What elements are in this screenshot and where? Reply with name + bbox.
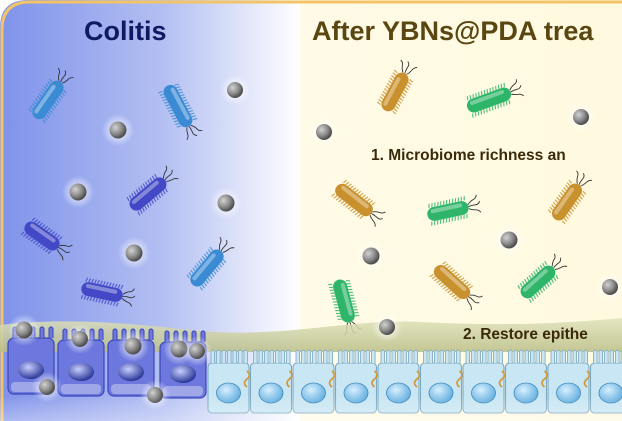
colitis-title: Colitis	[84, 16, 167, 46]
nanoparticle-icon	[61, 175, 95, 209]
nanoparticle-icon	[308, 116, 340, 148]
green-bacterium-icon	[427, 194, 482, 226]
orange-bacterium-icon	[376, 59, 418, 115]
indigo-bacterium-icon	[80, 277, 136, 307]
left-panel-background	[0, 0, 300, 421]
nanoparticle-icon	[116, 329, 150, 363]
nanoparticle-layer	[7, 74, 622, 411]
nanoparticle-icon	[7, 313, 41, 347]
orange-bacterium-icon	[429, 261, 483, 311]
nanoparticle-icon	[181, 335, 213, 367]
orange-bacterium-icon	[331, 179, 386, 227]
nanoparticle-icon	[219, 74, 251, 106]
nanoparticle-icon	[117, 236, 151, 270]
blue-bacterium-icon	[186, 236, 235, 291]
treatment-title: After YBNs@PDA trea	[312, 16, 594, 46]
mucus-layer	[0, 318, 622, 352]
nanoparticle-icon	[594, 271, 622, 303]
microbiome-note: 1. Microbiome richness an	[371, 147, 566, 164]
nanoparticle-icon	[371, 311, 403, 343]
nanoparticle-icon	[565, 101, 597, 133]
epithelium-note: 2. Restore epithe	[463, 326, 588, 343]
nanoparticle-icon	[354, 239, 388, 273]
indigo-bacterium-icon	[126, 165, 179, 216]
nanoparticle-icon	[101, 113, 135, 147]
indigo-bacterium-icon	[20, 217, 73, 261]
bacteria-layer	[20, 59, 592, 336]
orange-bacterium-icon	[547, 170, 592, 225]
nanoparticle-icon	[64, 323, 96, 355]
nanoparticle-icon	[31, 371, 63, 403]
green-bacterium-icon	[466, 79, 524, 118]
blue-bacterium-icon	[28, 67, 74, 124]
damaged-cell-icon	[57, 328, 105, 397]
nanoparticle-icon	[492, 223, 526, 257]
nanoparticle-icon	[209, 186, 243, 220]
blue-bacterium-icon	[158, 83, 203, 141]
green-bacterium-icon	[517, 253, 568, 304]
bottom-fade	[0, 395, 622, 421]
green-bacterium-icon	[328, 279, 362, 336]
